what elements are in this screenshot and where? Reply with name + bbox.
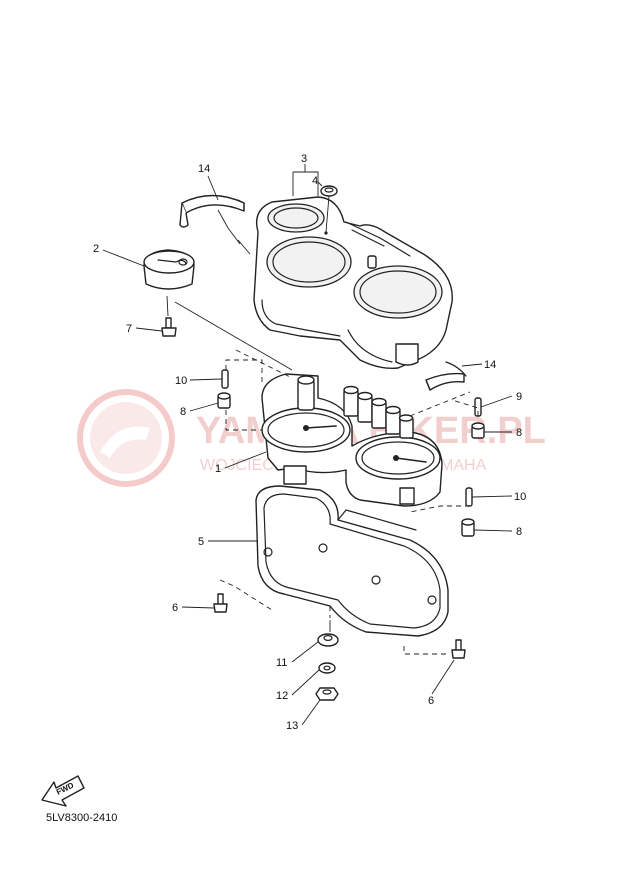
part-8-nut-right-lower bbox=[461, 518, 475, 537]
part-2-cap bbox=[143, 249, 195, 317]
callout-11: 11 bbox=[276, 657, 287, 669]
callout-10-right: 10 bbox=[514, 491, 526, 503]
bulb-sockets bbox=[343, 385, 414, 439]
callout-labels: 14 3 4 2 7 10 8 1 14 9 8 10 8 5 6 11 12 … bbox=[93, 153, 526, 732]
callout-8-right-lower: 8 bbox=[516, 526, 522, 538]
part-8-nut-left bbox=[217, 392, 231, 409]
callout-4: 4 bbox=[312, 175, 318, 187]
part-8-nut-right-upper bbox=[471, 422, 485, 439]
callout-14-right: 14 bbox=[484, 359, 496, 371]
part-4-grommet bbox=[320, 185, 338, 235]
callout-6-left: 6 bbox=[172, 602, 178, 614]
callout-6-right: 6 bbox=[428, 695, 434, 707]
part-10-stud-right bbox=[465, 487, 473, 507]
part-11-grommet bbox=[317, 620, 339, 647]
part-7-screw bbox=[161, 317, 177, 337]
part-3-meter-cover bbox=[253, 196, 453, 370]
part-1-meter-assembly bbox=[261, 373, 443, 507]
watermark-logo bbox=[77, 389, 175, 487]
assembly-lines bbox=[219, 349, 479, 655]
part-14-clip-right bbox=[425, 361, 467, 391]
part-13-nut bbox=[315, 687, 339, 701]
callout-12: 12 bbox=[276, 690, 288, 702]
callout-1: 1 bbox=[215, 463, 221, 475]
leader-lines bbox=[102, 164, 513, 726]
callout-9: 9 bbox=[516, 391, 522, 403]
callout-8-left: 8 bbox=[180, 406, 186, 418]
callout-13: 13 bbox=[286, 720, 298, 732]
part-10-stud-left bbox=[221, 369, 229, 389]
part-5-lower-case bbox=[255, 485, 449, 637]
diagram-code: 5LV8300-2410 bbox=[46, 812, 118, 824]
callout-8-right-upper: 8 bbox=[516, 427, 522, 439]
part-14-clip-left bbox=[179, 194, 245, 228]
callout-7: 7 bbox=[126, 323, 132, 335]
part-6-screw-left bbox=[213, 593, 228, 613]
part-6-screw-right bbox=[451, 639, 466, 659]
fwd-arrow-icon: FWD bbox=[41, 775, 85, 807]
callout-14-top: 14 bbox=[198, 163, 210, 175]
callout-10-left: 10 bbox=[175, 375, 187, 387]
callout-2: 2 bbox=[93, 243, 99, 255]
part-12-washer bbox=[318, 662, 336, 674]
callout-5: 5 bbox=[198, 536, 204, 548]
callout-3: 3 bbox=[301, 153, 307, 165]
